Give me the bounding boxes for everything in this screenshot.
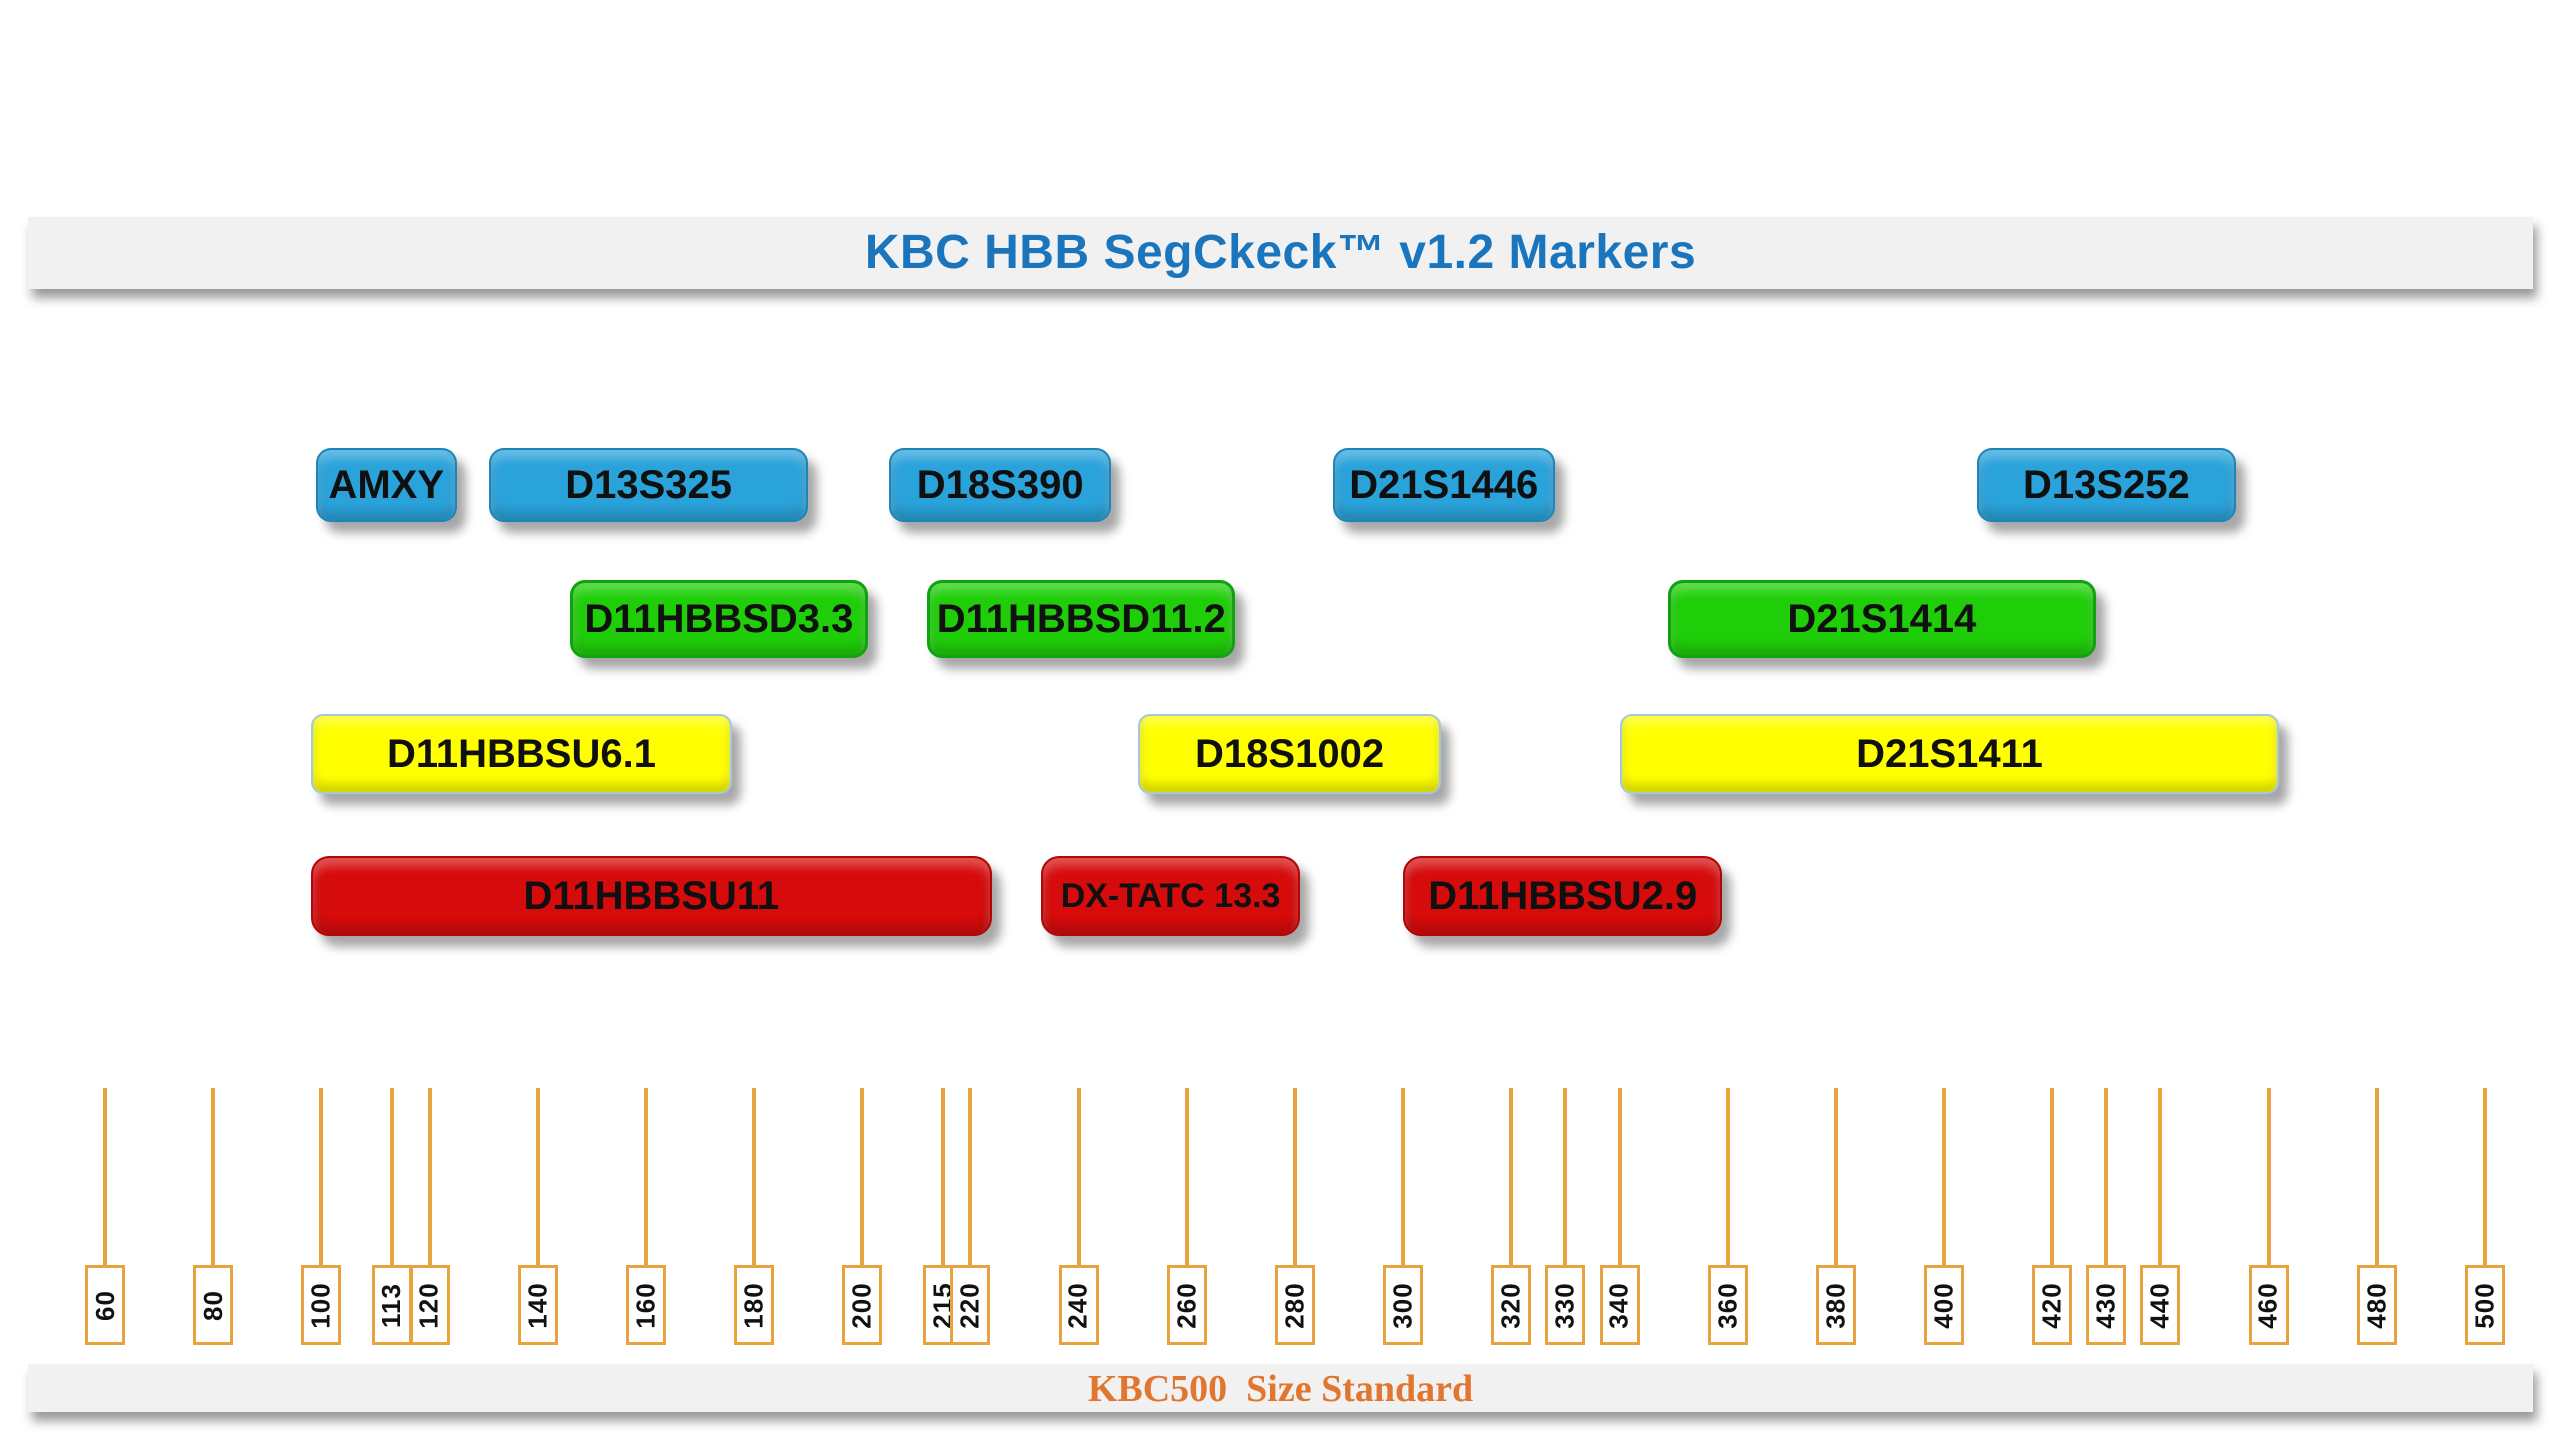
tick-label-260: 260 — [1166, 1265, 1207, 1345]
tick-value: 430 — [2090, 1281, 2121, 1329]
tick-value: 220 — [954, 1281, 985, 1329]
tick-label-340: 340 — [1599, 1265, 1640, 1345]
tick-line-440 — [2158, 1088, 2163, 1265]
tick-value: 440 — [2144, 1281, 2175, 1329]
tick-label-330: 330 — [1545, 1265, 1586, 1345]
tick-value: 180 — [738, 1281, 769, 1329]
tick-line-60 — [103, 1088, 107, 1265]
tick-value: 300 — [1387, 1281, 1418, 1329]
tick-line-500 — [2483, 1088, 2487, 1265]
tick-value: 113 — [376, 1282, 407, 1328]
marker-dx-tatc-13-3: DX-TATC 13.3 — [1040, 856, 1301, 936]
marker-d13s252: D13S252 — [1976, 448, 2237, 522]
tick-value: 140 — [522, 1281, 553, 1329]
tick-label-100: 100 — [301, 1265, 342, 1345]
size-standard-label: KBC500 Size Standard — [1087, 1368, 1474, 1410]
tick-label-400: 400 — [1924, 1265, 1965, 1345]
tick-label-113: 113 — [371, 1265, 412, 1345]
tick-line-215 — [941, 1088, 946, 1265]
marker-d18s1002: D18S1002 — [1138, 714, 1442, 794]
title-bar: KBC HBB SegCkeck™ v1.2 Markers — [28, 217, 2533, 289]
tick-label-480: 480 — [2356, 1265, 2397, 1345]
tick-line-140 — [535, 1088, 540, 1265]
tick-label-460: 460 — [2248, 1265, 2289, 1345]
tick-value: 340 — [1604, 1281, 1635, 1329]
marker-d13s325: D13S325 — [489, 448, 809, 522]
tick-value: 420 — [2036, 1281, 2067, 1329]
marker-amxy: AMXY — [315, 448, 457, 522]
tick-line-400 — [1942, 1088, 1947, 1265]
tick-line-340 — [1617, 1088, 1622, 1265]
tick-label-180: 180 — [734, 1265, 775, 1345]
tick-value: 380 — [1820, 1281, 1851, 1329]
tick-line-380 — [1833, 1088, 1838, 1265]
tick-label-140: 140 — [517, 1265, 558, 1345]
tick-line-220 — [968, 1088, 973, 1265]
tick-line-120 — [427, 1088, 432, 1265]
marker-d11hbbsu2-9: D11HBBSU2.9 — [1403, 856, 1723, 936]
marker-d11hbbsd3-3: D11HBBSD3.3 — [570, 580, 868, 658]
tick-value: 60 — [89, 1289, 120, 1321]
tick-label-160: 160 — [625, 1265, 666, 1345]
marker-d21s1414: D21S1414 — [1668, 580, 2096, 658]
tick-line-320 — [1509, 1088, 1514, 1265]
tick-label-280: 280 — [1275, 1265, 1315, 1345]
tick-label-440: 440 — [2140, 1265, 2181, 1345]
tick-label-320: 320 — [1491, 1265, 1532, 1345]
tick-label-360: 360 — [1707, 1265, 1748, 1345]
tick-line-240 — [1076, 1088, 1081, 1265]
tick-label-300: 300 — [1383, 1265, 1424, 1345]
tick-value: 320 — [1495, 1281, 1526, 1329]
tick-label-220: 220 — [950, 1265, 991, 1345]
tick-line-330 — [1563, 1088, 1568, 1265]
tick-value: 480 — [2361, 1281, 2392, 1329]
tick-label-430: 430 — [2086, 1265, 2127, 1345]
tick-line-260 — [1184, 1088, 1189, 1265]
tick-value: 200 — [846, 1281, 877, 1329]
tick-label-60: 60 — [85, 1265, 125, 1345]
marker-d11hbbsu6-1: D11HBBSU6.1 — [310, 714, 733, 794]
tick-value: 460 — [2253, 1281, 2284, 1329]
marker-d21s1411: D21S1411 — [1619, 714, 2280, 794]
tick-line-480 — [2374, 1088, 2379, 1265]
tick-line-460 — [2266, 1088, 2271, 1265]
tick-value: 360 — [1712, 1281, 1743, 1329]
tick-line-180 — [752, 1088, 757, 1265]
tick-line-80 — [211, 1088, 216, 1265]
tick-line-113 — [389, 1088, 394, 1265]
tick-value: 260 — [1171, 1281, 1202, 1329]
tick-value: 120 — [414, 1281, 445, 1329]
tick-value: 330 — [1549, 1281, 1580, 1329]
tick-value: 80 — [197, 1289, 228, 1321]
tick-label-240: 240 — [1058, 1265, 1099, 1345]
tick-label-500: 500 — [2465, 1265, 2505, 1345]
tick-label-120: 120 — [409, 1265, 450, 1345]
tick-line-420 — [2050, 1088, 2055, 1265]
tick-value: 100 — [305, 1281, 336, 1329]
tick-line-280 — [1293, 1088, 1297, 1265]
marker-d21s1446: D21S1446 — [1332, 448, 1555, 522]
tick-line-160 — [643, 1088, 648, 1265]
marker-d11hbbsd11-2: D11HBBSD11.2 — [927, 580, 1236, 658]
tick-label-200: 200 — [842, 1265, 883, 1345]
tick-line-300 — [1401, 1088, 1406, 1265]
tick-line-360 — [1725, 1088, 1730, 1265]
tick-label-420: 420 — [2032, 1265, 2073, 1345]
tick-label-380: 380 — [1815, 1265, 1856, 1345]
tick-value: 160 — [630, 1281, 661, 1329]
footer-bar: KBC500 Size Standard — [28, 1364, 2533, 1412]
tick-label-80: 80 — [193, 1265, 234, 1345]
tick-line-430 — [2104, 1088, 2109, 1265]
tick-value: 240 — [1063, 1281, 1094, 1329]
tick-value: 400 — [1928, 1281, 1959, 1329]
tick-value: 280 — [1279, 1281, 1310, 1329]
tick-line-100 — [319, 1088, 324, 1265]
marker-d18s390: D18S390 — [889, 448, 1112, 522]
tick-line-200 — [860, 1088, 865, 1265]
page-title: KBC HBB SegCkeck™ v1.2 Markers — [864, 226, 1697, 279]
marker-d11hbbsu11: D11HBBSU11 — [310, 856, 993, 936]
tick-value: 500 — [2469, 1281, 2500, 1329]
